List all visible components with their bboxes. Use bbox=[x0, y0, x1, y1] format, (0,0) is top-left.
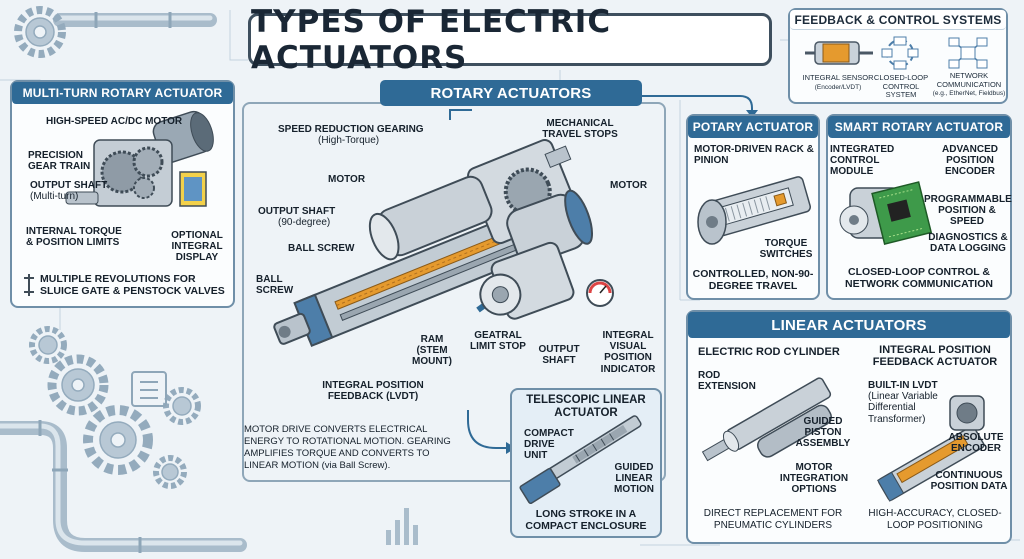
multiturn-gear-label: PRECISION GEAR TRAIN bbox=[28, 150, 91, 173]
multiturn-shaft-label: OUTPUT SHAFT(Multi-turn) bbox=[30, 180, 108, 203]
closed-loop-icon bbox=[881, 36, 919, 70]
rotary-feedback-label: INTEGRAL POSITION FEEDBACK (LVDT) bbox=[322, 380, 424, 403]
rotary-ram-label: RAM (STEM MOUNT) bbox=[412, 334, 452, 368]
telescopic-caption: LONG STROKE IN A COMPACT ENCLOSURE bbox=[525, 508, 647, 533]
rotary-motor-right-label: MOTOR bbox=[610, 180, 648, 191]
smart-programmable-label: PROGRAMMABLE POSITION & SPEED bbox=[924, 194, 1012, 228]
potary-caption: CONTROLLED, NON-90-DEGREE TRAVEL bbox=[692, 268, 814, 293]
feedback-caption: HIGH-ACCURACY, CLOSED-LOOP POSITIONING bbox=[868, 508, 1002, 531]
feedback-sensor-label: INTEGRAL SENSOR(Encoder/LVDT) bbox=[802, 73, 874, 91]
potary-actuator-illustration bbox=[697, 176, 811, 245]
gear-icon bbox=[14, 6, 201, 489]
multiturn-actuator-illustration bbox=[65, 110, 214, 207]
smart-caption: CLOSED-LOOP CONTROL & NETWORK COMMUNICAT… bbox=[845, 266, 993, 291]
feedback-encoder-label: ABSOLUTE ENCODER bbox=[948, 432, 1004, 455]
rotary-shaft-label: OUTPUT SHAFT(90-degree) bbox=[258, 206, 336, 229]
rotary-description: MOTOR DRIVE CONVERTS ELECTRICAL ENERGY T… bbox=[244, 424, 451, 471]
potary-rack-label: MOTOR-DRIVEN RACK & PINION bbox=[694, 144, 814, 167]
valve-icon bbox=[24, 274, 34, 296]
rotary-motor-label: MOTOR bbox=[328, 174, 366, 185]
smart-module-label: INTEGRATED CONTROL MODULE bbox=[830, 144, 895, 178]
telescopic-drive-label: COMPACT DRIVE UNIT bbox=[524, 428, 574, 462]
rotary-stops-label: MECHANICAL TRAVEL STOPS bbox=[542, 118, 618, 141]
rotary-limit-stop-label: GEATRAL LIMIT STOP bbox=[470, 330, 526, 353]
multiturn-limits-label: INTERNAL TORQUE & POSITION LIMITS bbox=[26, 226, 122, 249]
multiturn-header: MULTI-TURN ROTARY ACTUATOR bbox=[12, 82, 233, 104]
rod-caption: DIRECT REPLACEMENT FOR PNEUMATIC CYLINDE… bbox=[703, 508, 843, 531]
rotary-gearing-label: SPEED REDUCTION GEARING(High-Torque) bbox=[278, 124, 424, 147]
rotary-output-shaft-label: OUTPUT SHAFT bbox=[538, 344, 580, 367]
feedback-lvdt-label: BUILT-IN LVDT(Linear Variable Differenti… bbox=[868, 380, 938, 425]
potary-header: POTARY ACTUATOR bbox=[688, 116, 818, 138]
feedback-actuator-illustration bbox=[877, 395, 985, 502]
rotary-ball-screw-left-label: BALL SCREW bbox=[256, 274, 294, 297]
sensor-icon bbox=[805, 41, 873, 65]
rod-title: ELECTRIC ROD CYLINDER bbox=[698, 346, 840, 358]
rod-piston-label: GUIDED PISTON ASSEMBLY bbox=[795, 416, 851, 450]
potary-switches-label: TORQUE SWITCHES bbox=[759, 238, 813, 261]
telescopic-guided-label: GUIDED LINEAR MOTION bbox=[614, 462, 654, 496]
feedback-continuous-label: CONTINUOUS POSITION DATA bbox=[930, 470, 1008, 493]
page-title: TYPES OF ELECTRIC ACTUATORS bbox=[248, 4, 772, 76]
smart-encoder-label: ADVANCED POSITION ENCODER bbox=[942, 144, 998, 178]
linear-actuator-illustration bbox=[273, 139, 614, 347]
telescopic-actuator-illustration bbox=[519, 415, 642, 505]
rotary-indicator-label: INTEGRAL VISUAL POSITION INDICATOR bbox=[600, 330, 656, 375]
rod-cylinder-illustration bbox=[701, 377, 832, 462]
smart-header: SMART ROTARY ACTUATOR bbox=[828, 116, 1010, 138]
multiturn-caption: MULTIPLE REVOLUTIONS FOR SLUICE GATE & P… bbox=[40, 273, 225, 297]
feedback-network-label: NETWORK COMMUNICATION(e.g., EtherNet, Fi… bbox=[932, 71, 1006, 98]
rod-extension-label: ROD EXTENSION bbox=[698, 370, 756, 393]
telescopic-header: TELESCOPIC LINEAR ACTUATOR bbox=[526, 394, 646, 420]
smart-diag-label: DIAGNOSTICS & DATA LOGGING bbox=[928, 232, 1008, 255]
telescopic-panel bbox=[510, 388, 662, 538]
smart-actuator-illustration bbox=[839, 181, 933, 245]
network-icon bbox=[948, 37, 988, 69]
feedback-actuator-title: INTEGRAL POSITION FEEDBACK ACTUATOR bbox=[872, 344, 998, 369]
rotary-header: ROTARY ACTUATORS bbox=[380, 80, 642, 106]
rod-motor-label: MOTOR INTEGRATION OPTIONS bbox=[779, 462, 849, 496]
feedback-header: FEEDBACK & CONTROL SYSTEMS bbox=[790, 10, 1006, 30]
linear-header: LINEAR ACTUATORS bbox=[688, 312, 1010, 338]
feedback-closed-loop-label: CLOSED-LOOP CONTROL SYSTEM bbox=[873, 73, 929, 100]
rotary-ball-screw-label: BALL SCREW bbox=[288, 243, 355, 254]
multiturn-motor-label: HIGH-SPEED AC/DC MOTOR bbox=[46, 116, 183, 127]
multiturn-display-label: OPTIONAL INTEGRAL DISPLAY bbox=[171, 230, 223, 264]
